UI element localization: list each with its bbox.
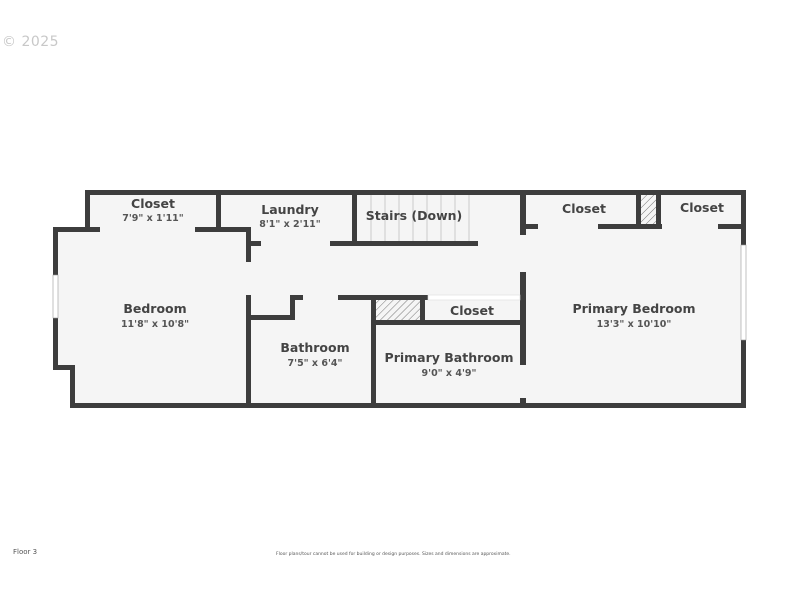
copyright-watermark: © 2025 bbox=[2, 34, 60, 50]
room-name: Bedroom bbox=[123, 301, 186, 316]
windows bbox=[52, 244, 747, 341]
room-name: Primary Bedroom bbox=[572, 301, 695, 316]
floor-label: Floor 3 bbox=[13, 548, 38, 556]
room-dims: 9'0" x 4'9" bbox=[422, 368, 477, 379]
hatched-shaft bbox=[376, 300, 420, 321]
room-name: Laundry bbox=[261, 202, 318, 217]
room-dims: 13'3" x 10'10" bbox=[597, 319, 672, 330]
stairs-treads bbox=[370, 195, 470, 242]
room-name: Closet bbox=[131, 196, 175, 211]
room-name: Stairs (Down) bbox=[366, 208, 463, 223]
disclaimer: Floor plans/tour cannot be used for buil… bbox=[276, 552, 511, 557]
room-name: Closet bbox=[562, 201, 606, 216]
window bbox=[52, 274, 59, 319]
room-name: Bathroom bbox=[280, 340, 349, 355]
room-dims: 8'1" x 2'11" bbox=[259, 219, 321, 230]
window bbox=[740, 244, 747, 341]
door-openings bbox=[427, 294, 521, 301]
room-name: Closet bbox=[680, 200, 724, 215]
room-dims: 7'9" x 1'11" bbox=[122, 213, 184, 224]
room-dims: 11'8" x 10'8" bbox=[121, 319, 189, 330]
room-name: Closet bbox=[450, 303, 494, 318]
room-dims: 7'5" x 6'4" bbox=[288, 358, 343, 369]
room-name: Primary Bathroom bbox=[385, 350, 514, 365]
walls bbox=[53, 190, 746, 408]
hatched-shaft bbox=[641, 195, 656, 224]
